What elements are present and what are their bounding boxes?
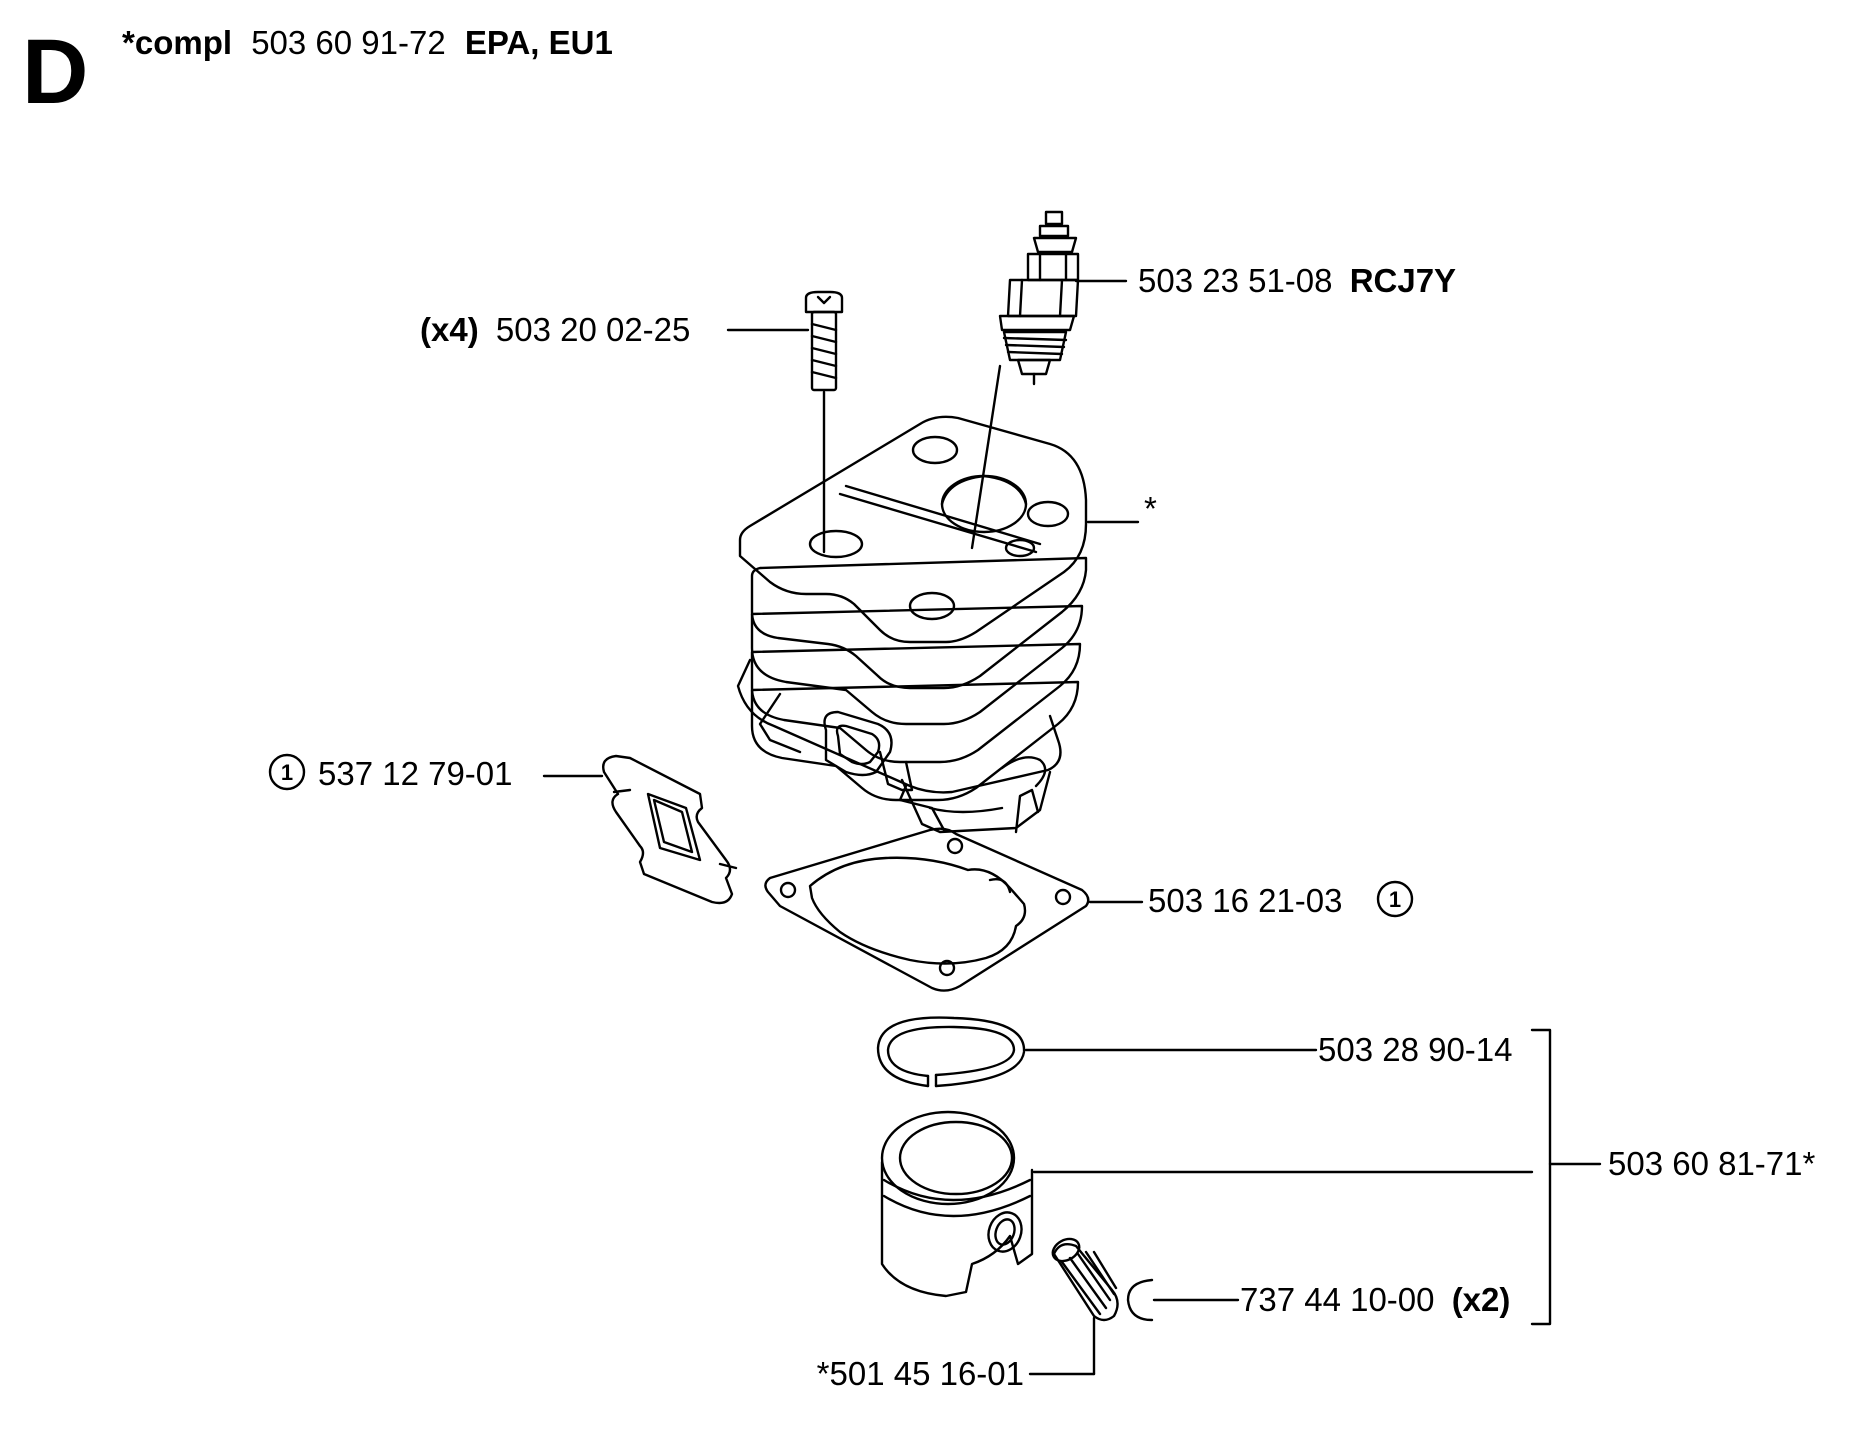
- piston-ring-part-number: 503 28 90-14: [1318, 1031, 1513, 1068]
- spark-plug-code: RCJ7Y: [1350, 262, 1456, 299]
- cylinder-mark: *: [1144, 490, 1157, 527]
- piston-ring: [878, 1018, 1024, 1086]
- piston: [882, 1112, 1032, 1296]
- assembly-variants: EPA, EU1: [465, 24, 613, 61]
- section-letter: D: [22, 21, 88, 123]
- base-gasket-part-number: 503 16 21-03: [1148, 882, 1343, 919]
- spark-plug-part-number: 503 23 51-08: [1138, 262, 1333, 299]
- assembly-part-number: 503 60 91-72: [251, 24, 446, 61]
- spark-plug-drop-line: [970, 364, 1002, 550]
- cylinder-screw: [806, 292, 842, 552]
- piston-kit-bracket: [1530, 1028, 1552, 1326]
- muffler-gasket-circle-number: 1: [281, 760, 293, 785]
- base-gasket-circle-icon: [1376, 880, 1414, 918]
- circlip-part-number: 737 44 10-00: [1240, 1281, 1435, 1318]
- base-gasket-circle-number: 1: [1389, 887, 1401, 912]
- muffler-gasket: [603, 756, 736, 903]
- muffler-gasket-circle-icon: [268, 753, 306, 791]
- needle-bearing-part-number: *501 45 16-01: [817, 1355, 1024, 1392]
- cylinder: [738, 417, 1086, 832]
- muffler-gasket-part-number: 537 12 79-01: [318, 755, 513, 792]
- compl-prefix: *compl: [122, 24, 232, 61]
- spark-plug: [1000, 212, 1078, 384]
- spark-plug-callout: 503 23 51-08 RCJ7Y: [1138, 262, 1456, 299]
- piston-kit-part-number: 503 60 81-71*: [1608, 1145, 1816, 1182]
- assembly-title: *compl 503 60 91-72 EPA, EU1: [122, 24, 613, 61]
- circlip-qty: (x2): [1452, 1281, 1511, 1318]
- screw-callout: (x4) 503 20 02-25: [420, 311, 690, 348]
- screw-part-number: 503 20 02-25: [496, 311, 691, 348]
- screw-qty: (x4): [420, 311, 479, 348]
- circlip: [1128, 1280, 1152, 1320]
- needle-bearing: [1049, 1235, 1118, 1374]
- circlip-callout: 737 44 10-00 (x2): [1240, 1281, 1510, 1318]
- base-gasket-callout: 503 16 21-03 1: [1148, 880, 1414, 919]
- muffler-gasket-callout: 1 537 12 79-01: [268, 753, 513, 792]
- base-gasket: [765, 829, 1088, 991]
